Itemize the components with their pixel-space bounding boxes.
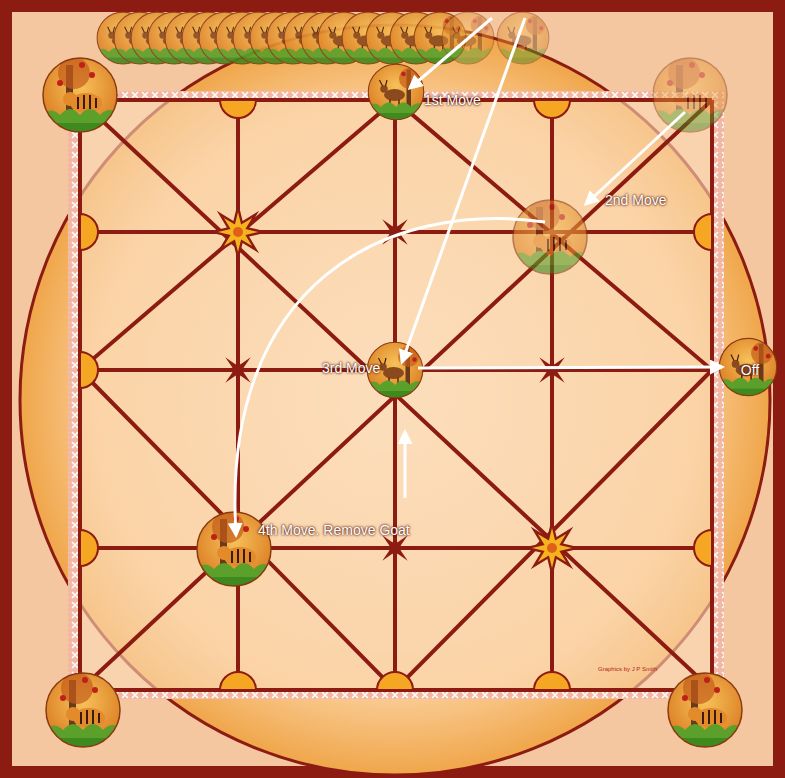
- board-ornament: [534, 352, 570, 388]
- board-ornament: [522, 518, 582, 578]
- move-label: 2nd Move: [605, 192, 666, 208]
- board-ornament: [208, 202, 268, 262]
- move-label: 3rd Move: [322, 360, 380, 376]
- board-ornament: [532, 528, 572, 568]
- board-ornament: [547, 543, 557, 553]
- move-label: 1st Move: [424, 92, 481, 108]
- board-ornament: [218, 212, 258, 252]
- move-label: 4th Move. Remove Goat: [258, 522, 410, 538]
- credit-note: Graphics by J P Smith: [598, 666, 657, 672]
- board-ornament: [233, 227, 243, 237]
- move-label: Off: [741, 362, 759, 378]
- board-ornament: [220, 352, 256, 388]
